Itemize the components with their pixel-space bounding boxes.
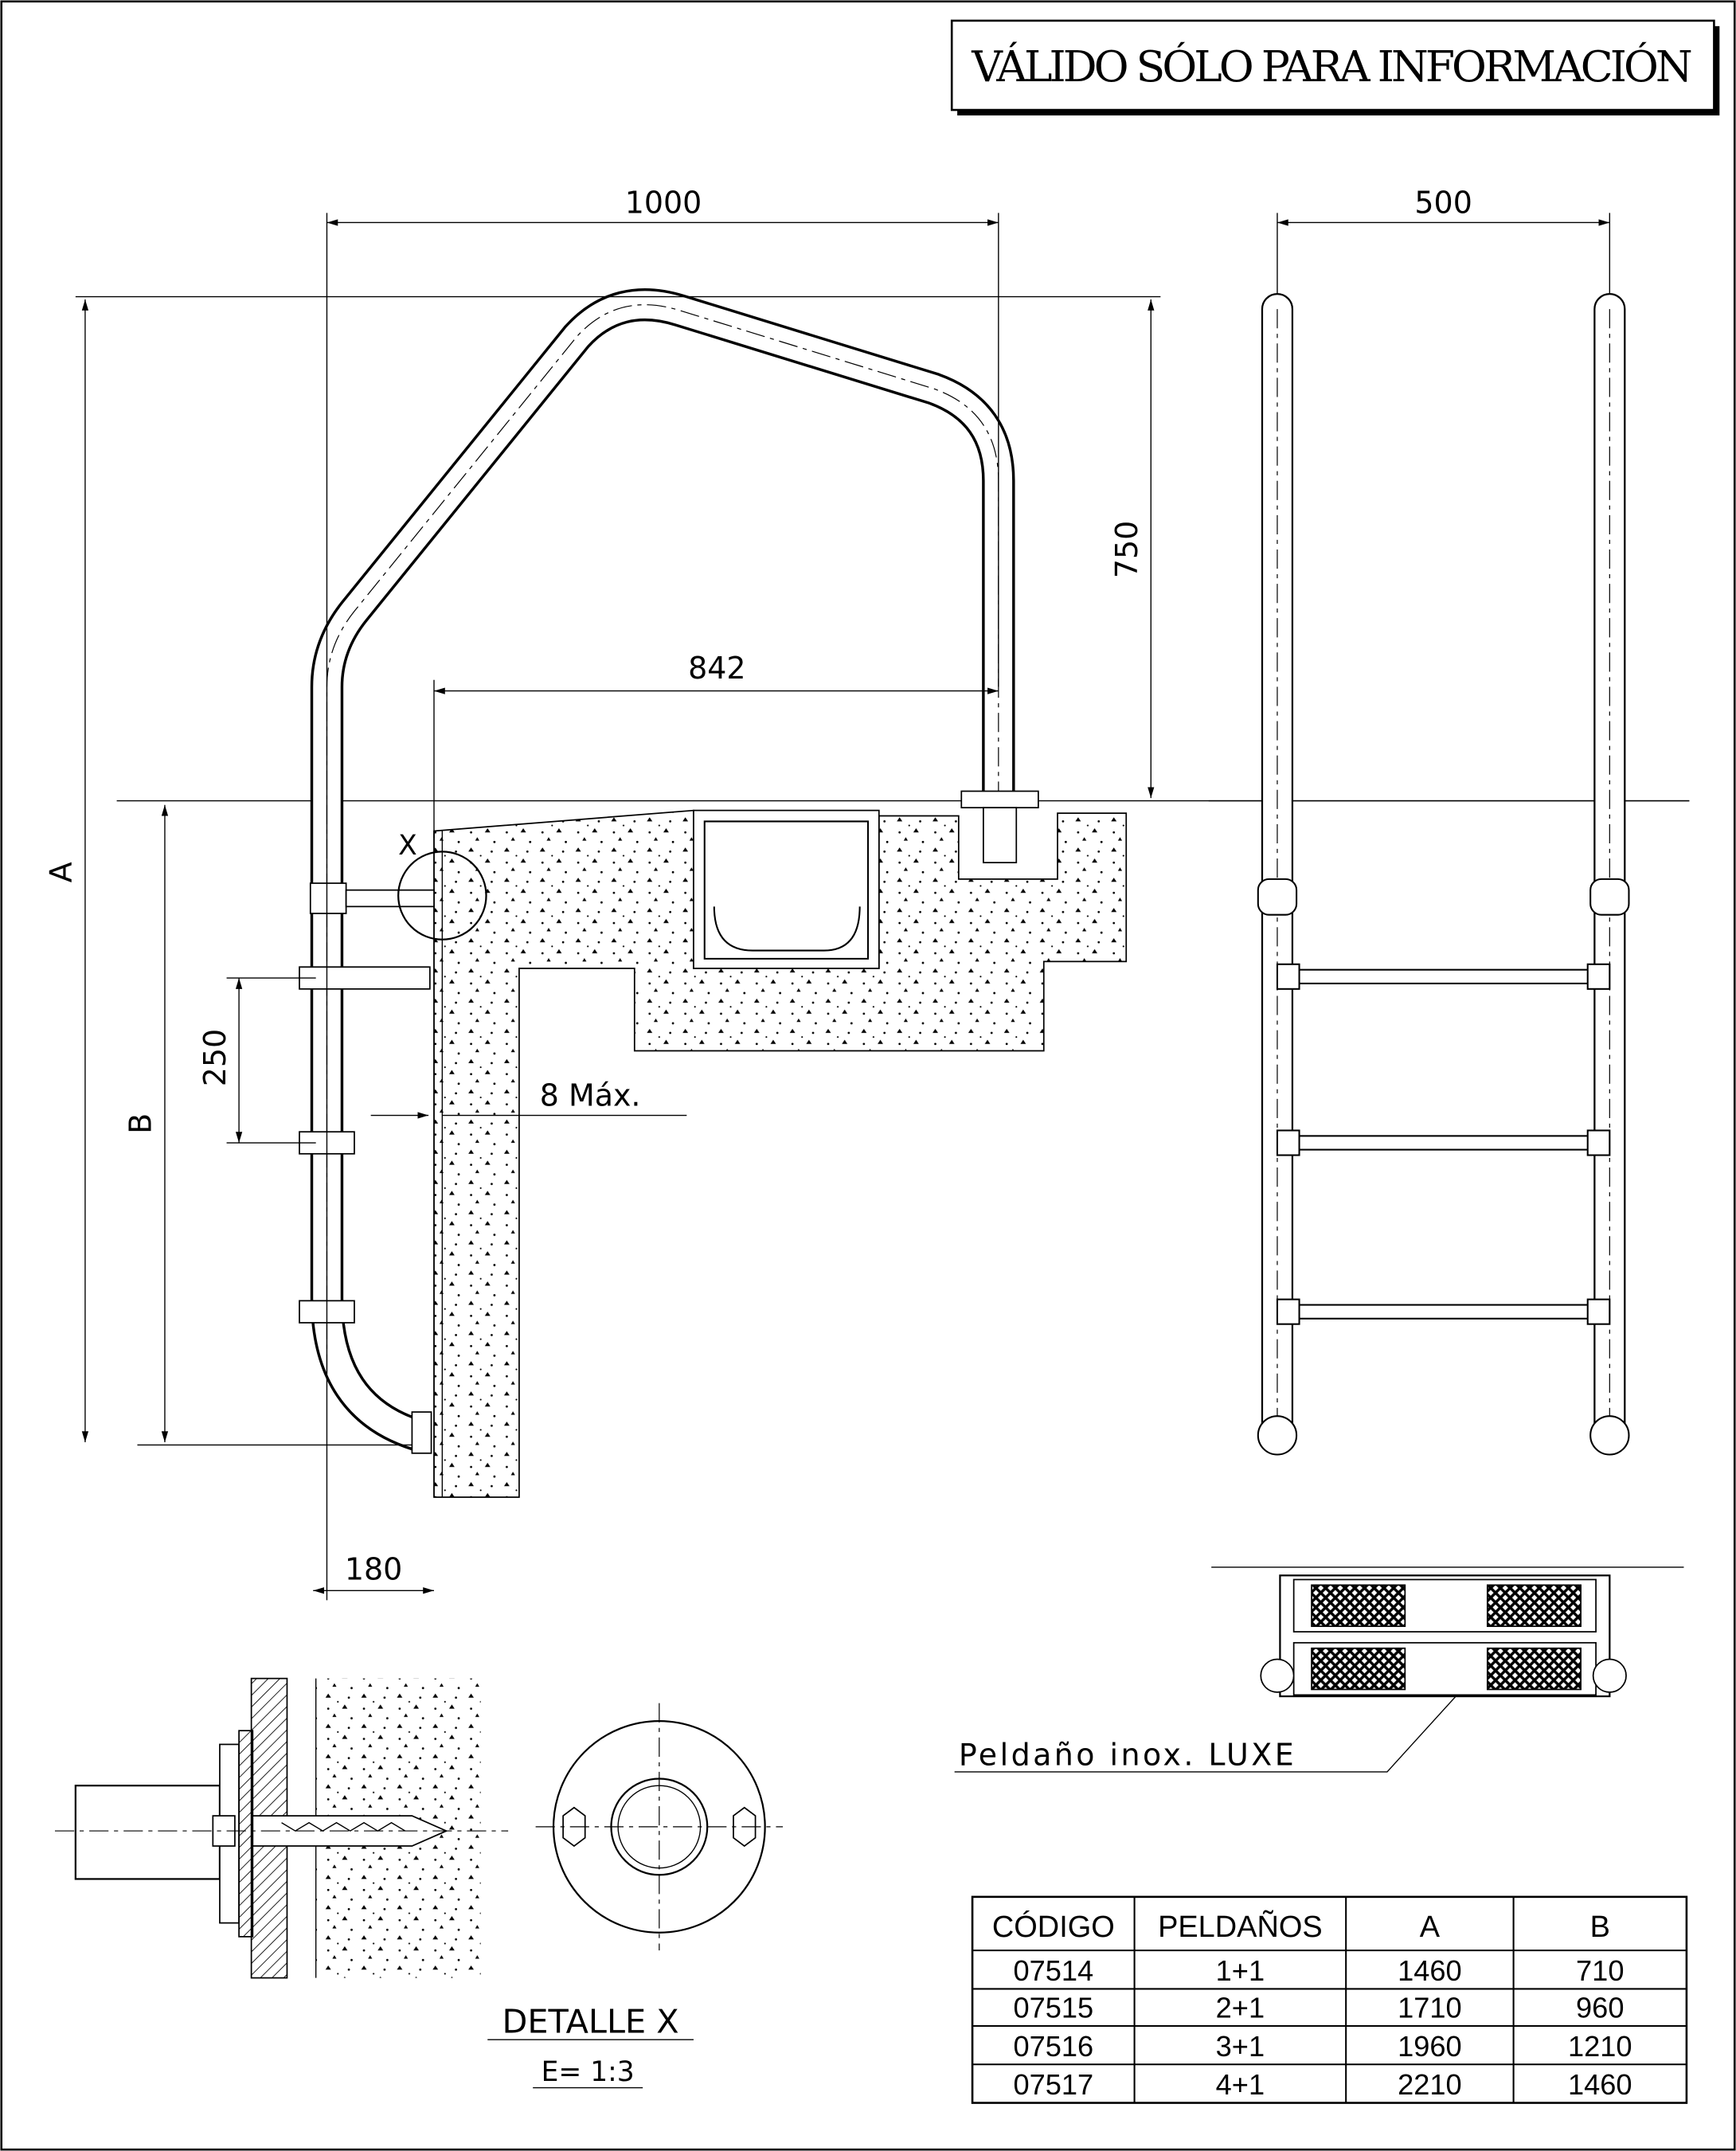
dim-500: 500 [1414,185,1472,220]
table-header-peldanos: PELDAÑOS [1158,1910,1323,1944]
table-row: 07515 2+1 1710 960 [1013,1992,1624,2024]
stamp-text: VÁLIDO SÓLO PARA INFORMACIÓN [971,41,1692,92]
step-plan-view: Peldaño inox. LUXE [954,1566,1684,1773]
svg-text:2+1: 2+1 [1216,1992,1265,2024]
svg-text:3+1: 3+1 [1216,2030,1265,2063]
models-table: CÓDIGO PELDAÑOS A B 07514 1+1 1460 710 0751… [971,1895,1688,2104]
detail-scale: E= 1:3 [542,2056,635,2088]
svg-text:07515: 07515 [1013,1992,1093,2024]
svg-text:1710: 1710 [1398,1992,1462,2024]
dim-gap: 8 Máx. [540,1077,641,1113]
table-row: 07516 3+1 1960 1210 [1013,2030,1632,2063]
svg-text:1460: 1460 [1568,2068,1632,2101]
dim-a: A [44,862,79,882]
detail-title: DETALLE X [502,2003,679,2041]
detail-marker: X [398,830,417,862]
step-label: Peldaño inox. LUXE [959,1737,1296,1772]
svg-text:07517: 07517 [1013,2068,1093,2101]
table-header-b: B [1590,1910,1610,1944]
dim-250: 250 [197,1029,233,1086]
svg-text:2210: 2210 [1398,2068,1462,2101]
ladder-front-view [1208,293,1690,1456]
dim-1000: 1000 [625,185,702,220]
detail-x-circle [397,851,487,941]
dim-842: 842 [688,651,745,686]
svg-text:1210: 1210 [1568,2030,1632,2063]
dimensions: 1000 A B 750 842 250 8 Máx. 180 500 [44,185,1611,1601]
svg-text:1960: 1960 [1398,2030,1462,2063]
detail-x-drawing: DETALLE X E= 1:3 [54,1677,784,2089]
svg-text:1+1: 1+1 [1216,1954,1265,1987]
svg-text:07514: 07514 [1013,1954,1093,1987]
table-header-codigo: CÓDIGO [992,1910,1115,1944]
dim-750: 750 [1109,521,1144,578]
handrail-side-view: X [299,287,1039,1454]
svg-text:960: 960 [1576,1992,1624,2024]
info-stamp: VÁLIDO SÓLO PARA INFORMACIÓN [950,19,1720,115]
table-row: 07517 4+1 2210 1460 [1013,2068,1632,2101]
table-header-a: A [1420,1910,1441,1944]
pool-wall-section [433,809,1128,1498]
svg-text:710: 710 [1576,1954,1624,1987]
svg-text:1460: 1460 [1398,1954,1462,1987]
dim-180: 180 [345,1551,402,1586]
table-row: 07514 1+1 1460 710 [1013,1954,1624,1987]
svg-text:4+1: 4+1 [1216,2068,1265,2101]
dim-b: B [123,1113,158,1134]
svg-text:07516: 07516 [1013,2030,1093,2063]
